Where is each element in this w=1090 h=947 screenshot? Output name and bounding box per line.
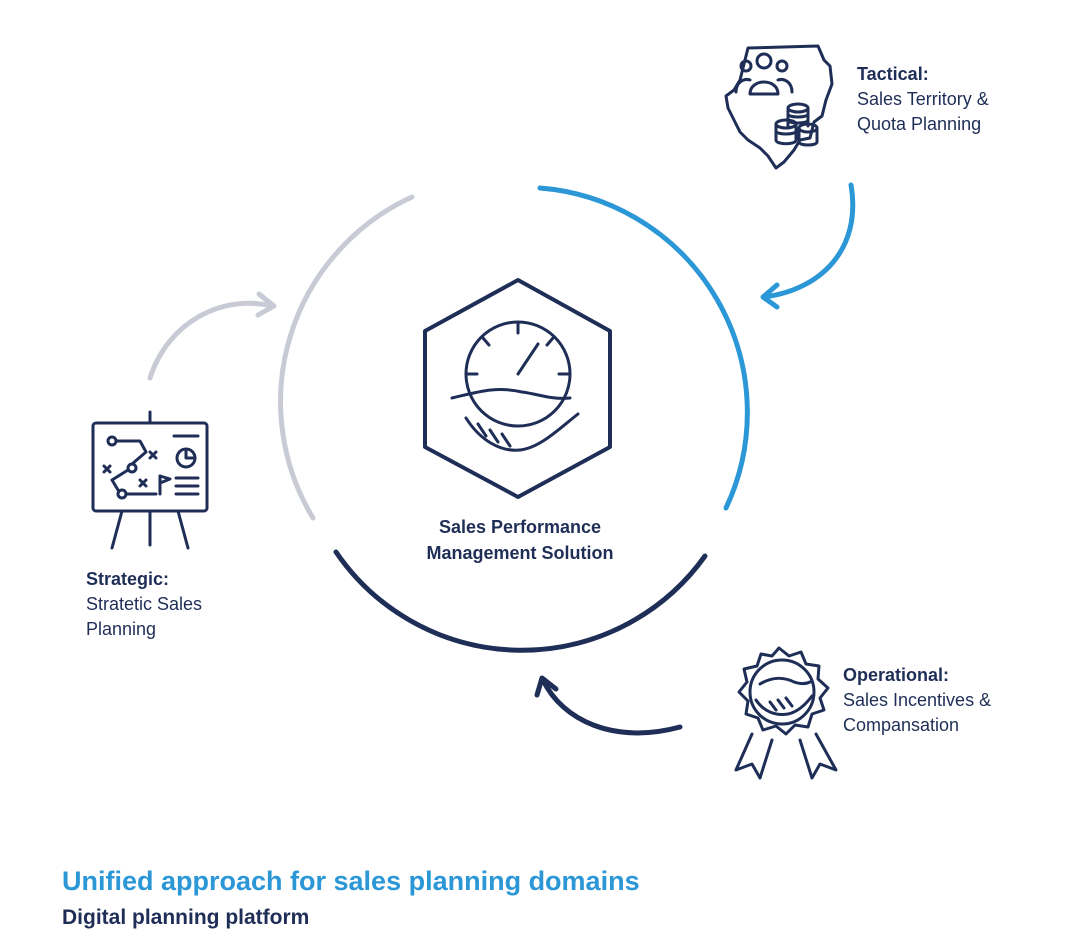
tactical-heading: Tactical:	[857, 64, 929, 84]
tactical-node-label: Tactical: Sales Territory & Quota Planni…	[857, 62, 1077, 137]
handshake-speedometer-hexagon-icon	[423, 278, 612, 499]
footer-title: Unified approach for sales planning doma…	[62, 866, 640, 896]
strategic-heading: Strategic:	[86, 569, 170, 589]
operational-node-label: Operational: Sales Incentives & Compansa…	[843, 663, 1083, 738]
arrow-strategic	[147, 291, 277, 381]
arrow-tactical	[760, 182, 856, 310]
strategic-description: Stratetic Sales Planning	[86, 594, 203, 639]
arrow-operational	[534, 675, 683, 736]
ring-segment-strategic	[278, 194, 415, 521]
territory-map-people-coins-icon	[724, 44, 834, 170]
operational-heading: Operational:	[843, 665, 950, 685]
footer-subtitle: Digital planning platform	[62, 906, 310, 929]
ring-segment-operational	[333, 549, 708, 653]
operational-description: Sales Incentives & Compansation	[843, 690, 992, 735]
strategy-easel-board-icon	[91, 410, 209, 550]
ring-segment-tactical	[537, 185, 750, 511]
award-ribbon-handshake-icon	[734, 646, 838, 780]
strategic-node-label: Strategic: Stratetic Sales Planning	[86, 567, 306, 642]
tactical-description: Sales Territory & Quota Planning	[857, 89, 989, 134]
center-label: Sales Performance Management Solution	[426, 517, 614, 563]
